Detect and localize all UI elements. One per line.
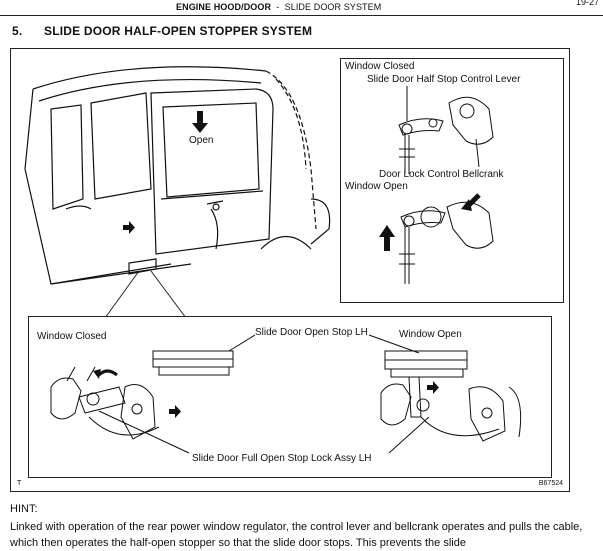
header-text: ENGINE HOOD/DOOR - SLIDE DOOR SYSTEM <box>176 2 381 12</box>
right-window-open-label: Window Open <box>345 181 408 192</box>
hint-text: Linked with operation of the rear power … <box>10 521 583 549</box>
bottom-window-open-label: Window Open <box>399 329 462 340</box>
header-rule <box>0 15 603 16</box>
section-number: 5. <box>12 24 23 38</box>
section-heading: SLIDE DOOR HALF-OPEN STOPPER SYSTEM <box>44 24 313 38</box>
right-window-closed-label: Window Closed <box>345 61 415 72</box>
full-open-stop-lock-label: Slide Door Full Open Stop Lock Assy LH <box>192 453 372 464</box>
header-section: ENGINE HOOD/DOOR <box>176 2 272 12</box>
running-header: ENGINE HOOD/DOOR - SLIDE DOOR SYSTEM 19-… <box>0 0 603 18</box>
corner-tag: T <box>17 480 22 487</box>
open-stop-label: Slide Door Open Stop LH <box>255 327 368 338</box>
half-stop-lever-label: Slide Door Half Stop Control Lever <box>367 74 521 85</box>
bellcrank-label: Door Lock Control Bellcrank <box>379 169 504 180</box>
hint-label: HINT: <box>10 503 38 515</box>
figure-code: B67524 <box>538 480 563 487</box>
label-open: Open <box>189 135 214 146</box>
section-title: 5. SLIDE DOOR HALF-OPEN STOPPER SYSTEM <box>12 24 312 38</box>
page-reference: 19-27 <box>575 0 599 7</box>
open-stop-illustration <box>50 334 522 454</box>
figure-frame: Open T B67524 <box>10 48 570 492</box>
vehicle-illustration <box>24 66 331 366</box>
header-subsection: SLIDE DOOR SYSTEM <box>284 2 382 12</box>
bottom-inset: Window Closed Slide Door Open Stop LH Wi… <box>28 316 552 478</box>
bottom-window-closed-label: Window Closed <box>37 331 107 342</box>
right-inset: Window Closed Slide Door Half Stop Contr… <box>340 58 564 303</box>
header-separator: - <box>276 2 280 12</box>
lever-bellcrank-illustration <box>379 86 494 284</box>
